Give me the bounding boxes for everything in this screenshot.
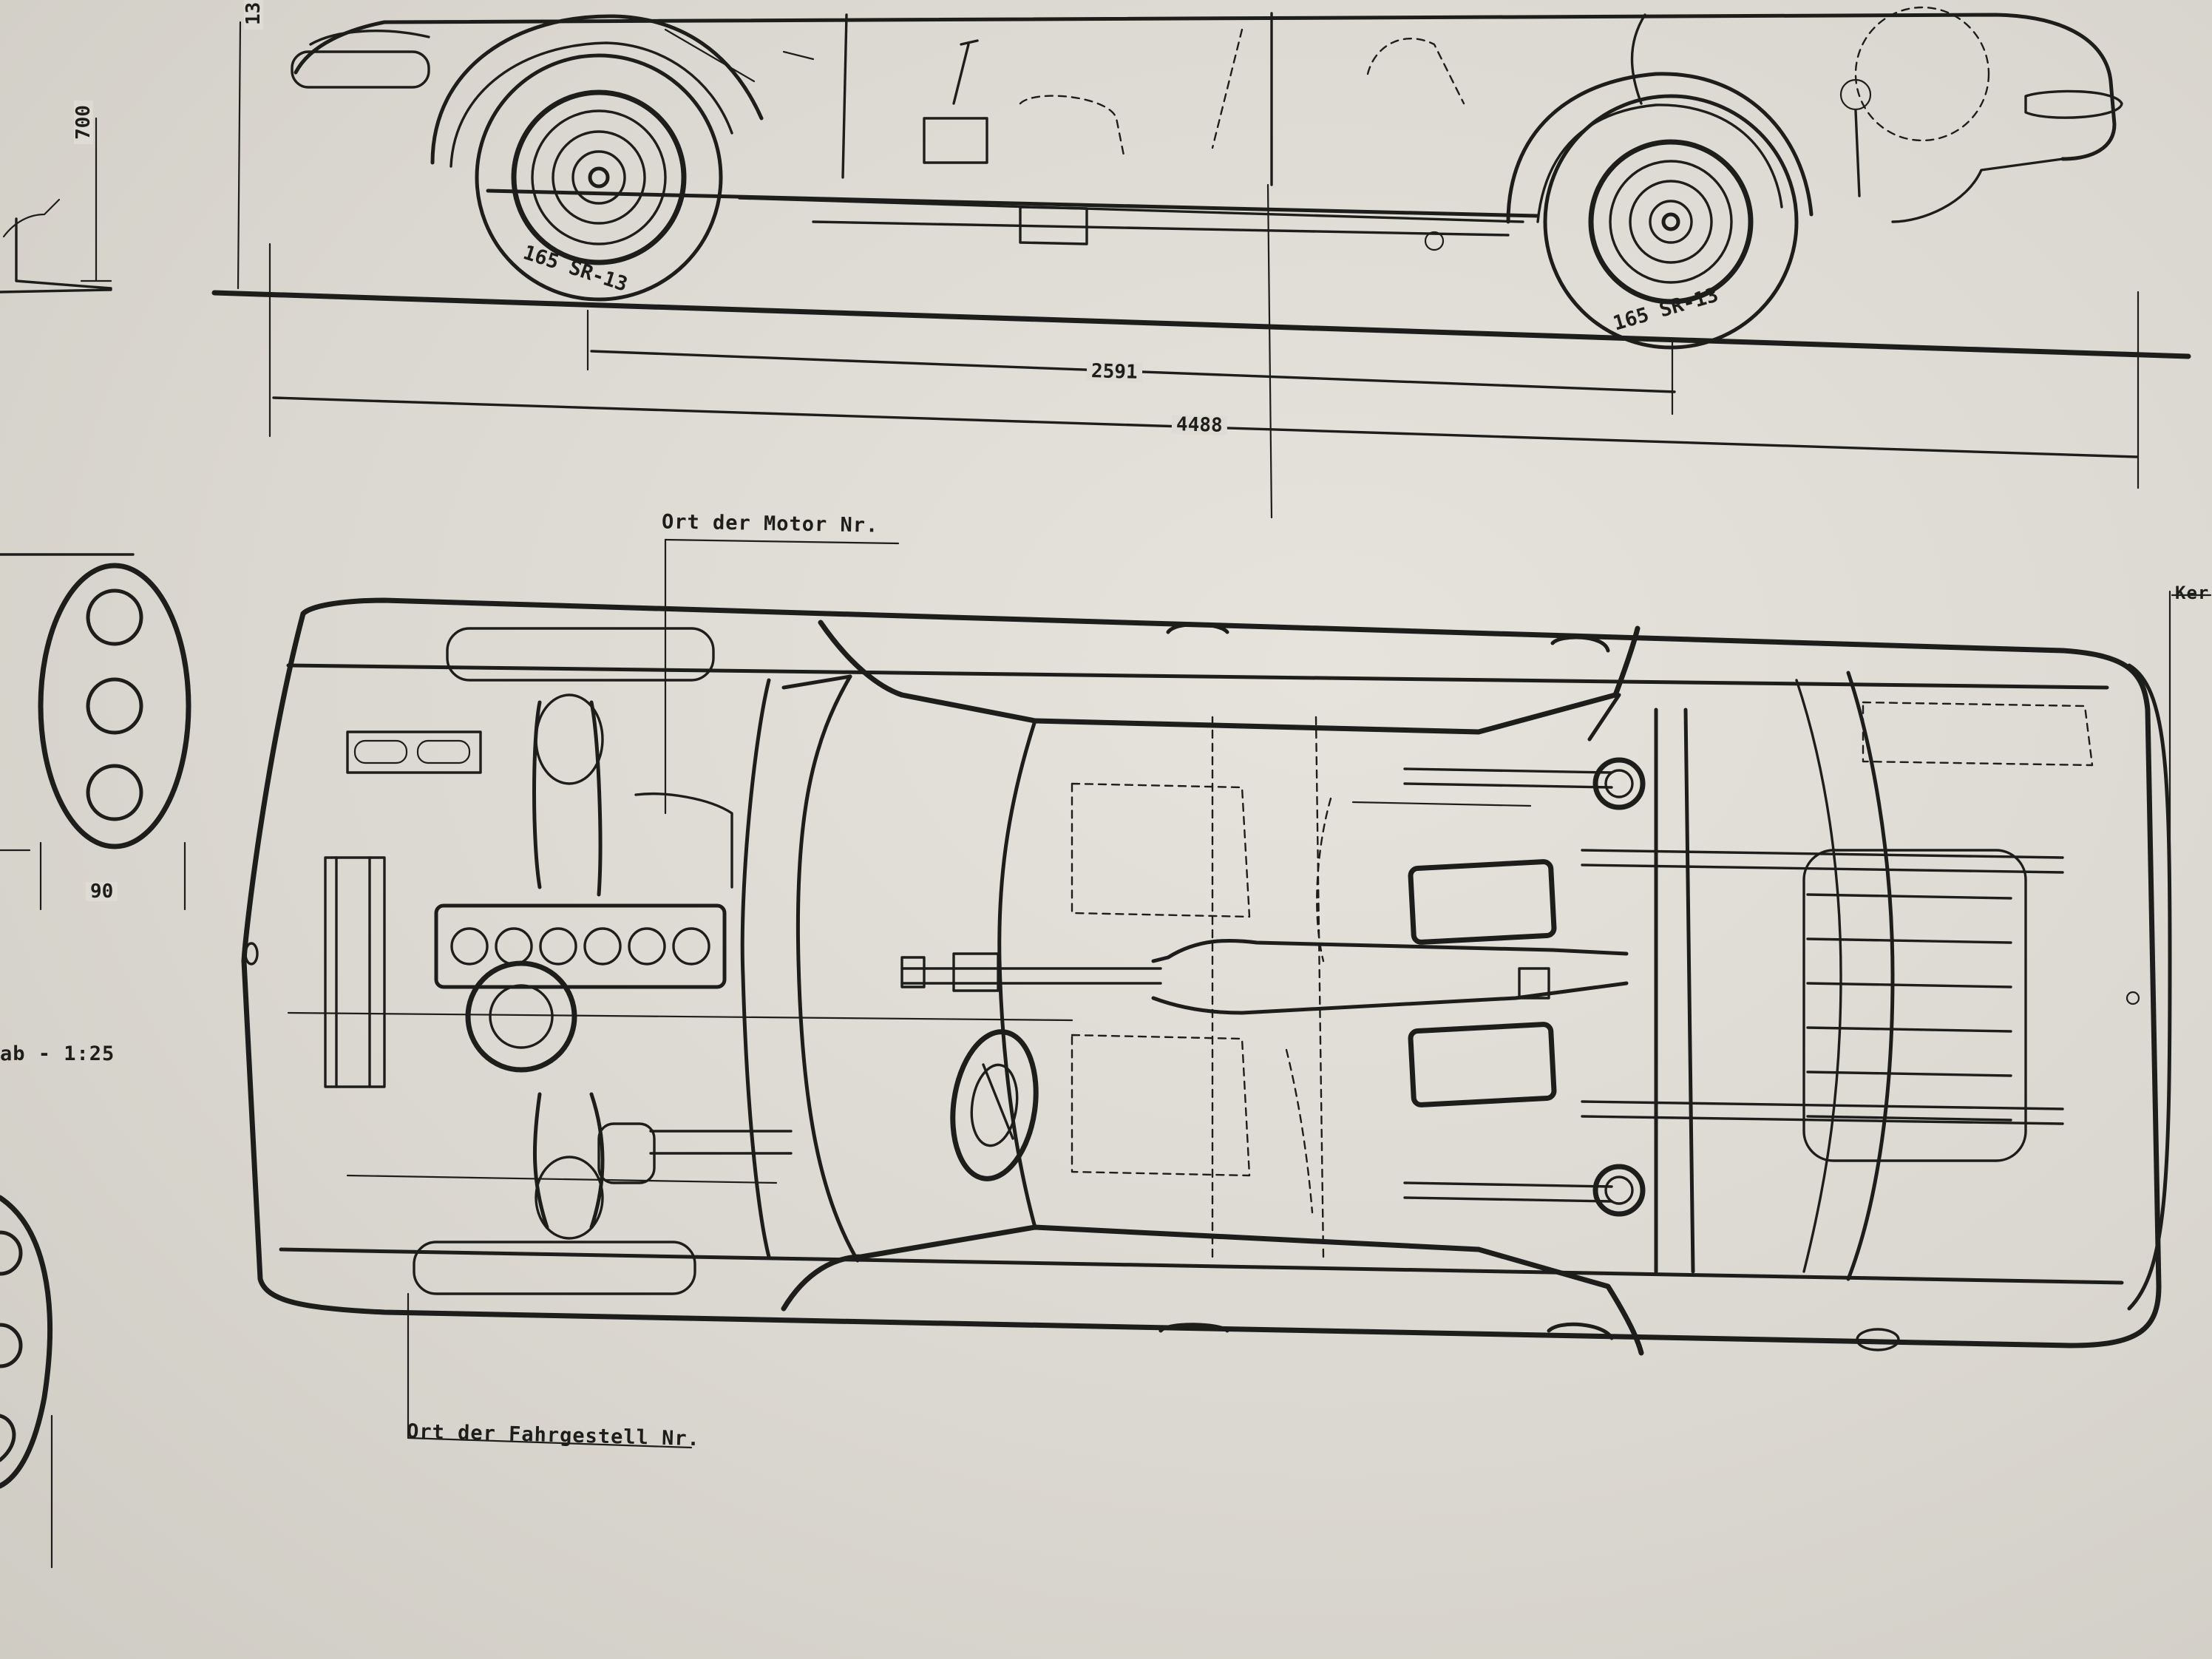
dimension-height: 700 [72, 101, 95, 144]
dimension-top-cut: 13 [242, 0, 265, 30]
plan-view [241, 538, 2172, 1449]
left-partial-views [0, 553, 191, 1569]
dimension-wheelbase: 2591 [1086, 360, 1142, 384]
dimension-width: 90 [86, 882, 118, 901]
right-edge-note: Ker [2175, 583, 2210, 603]
scale-note: ab - 1:25 [0, 1042, 115, 1065]
dimension-lines [268, 183, 2140, 519]
side-view [0, 6, 2191, 359]
dimension-overall-length: 4488 [1171, 413, 1227, 437]
engine-number-note: Ort der Motor Nr. [661, 510, 879, 537]
